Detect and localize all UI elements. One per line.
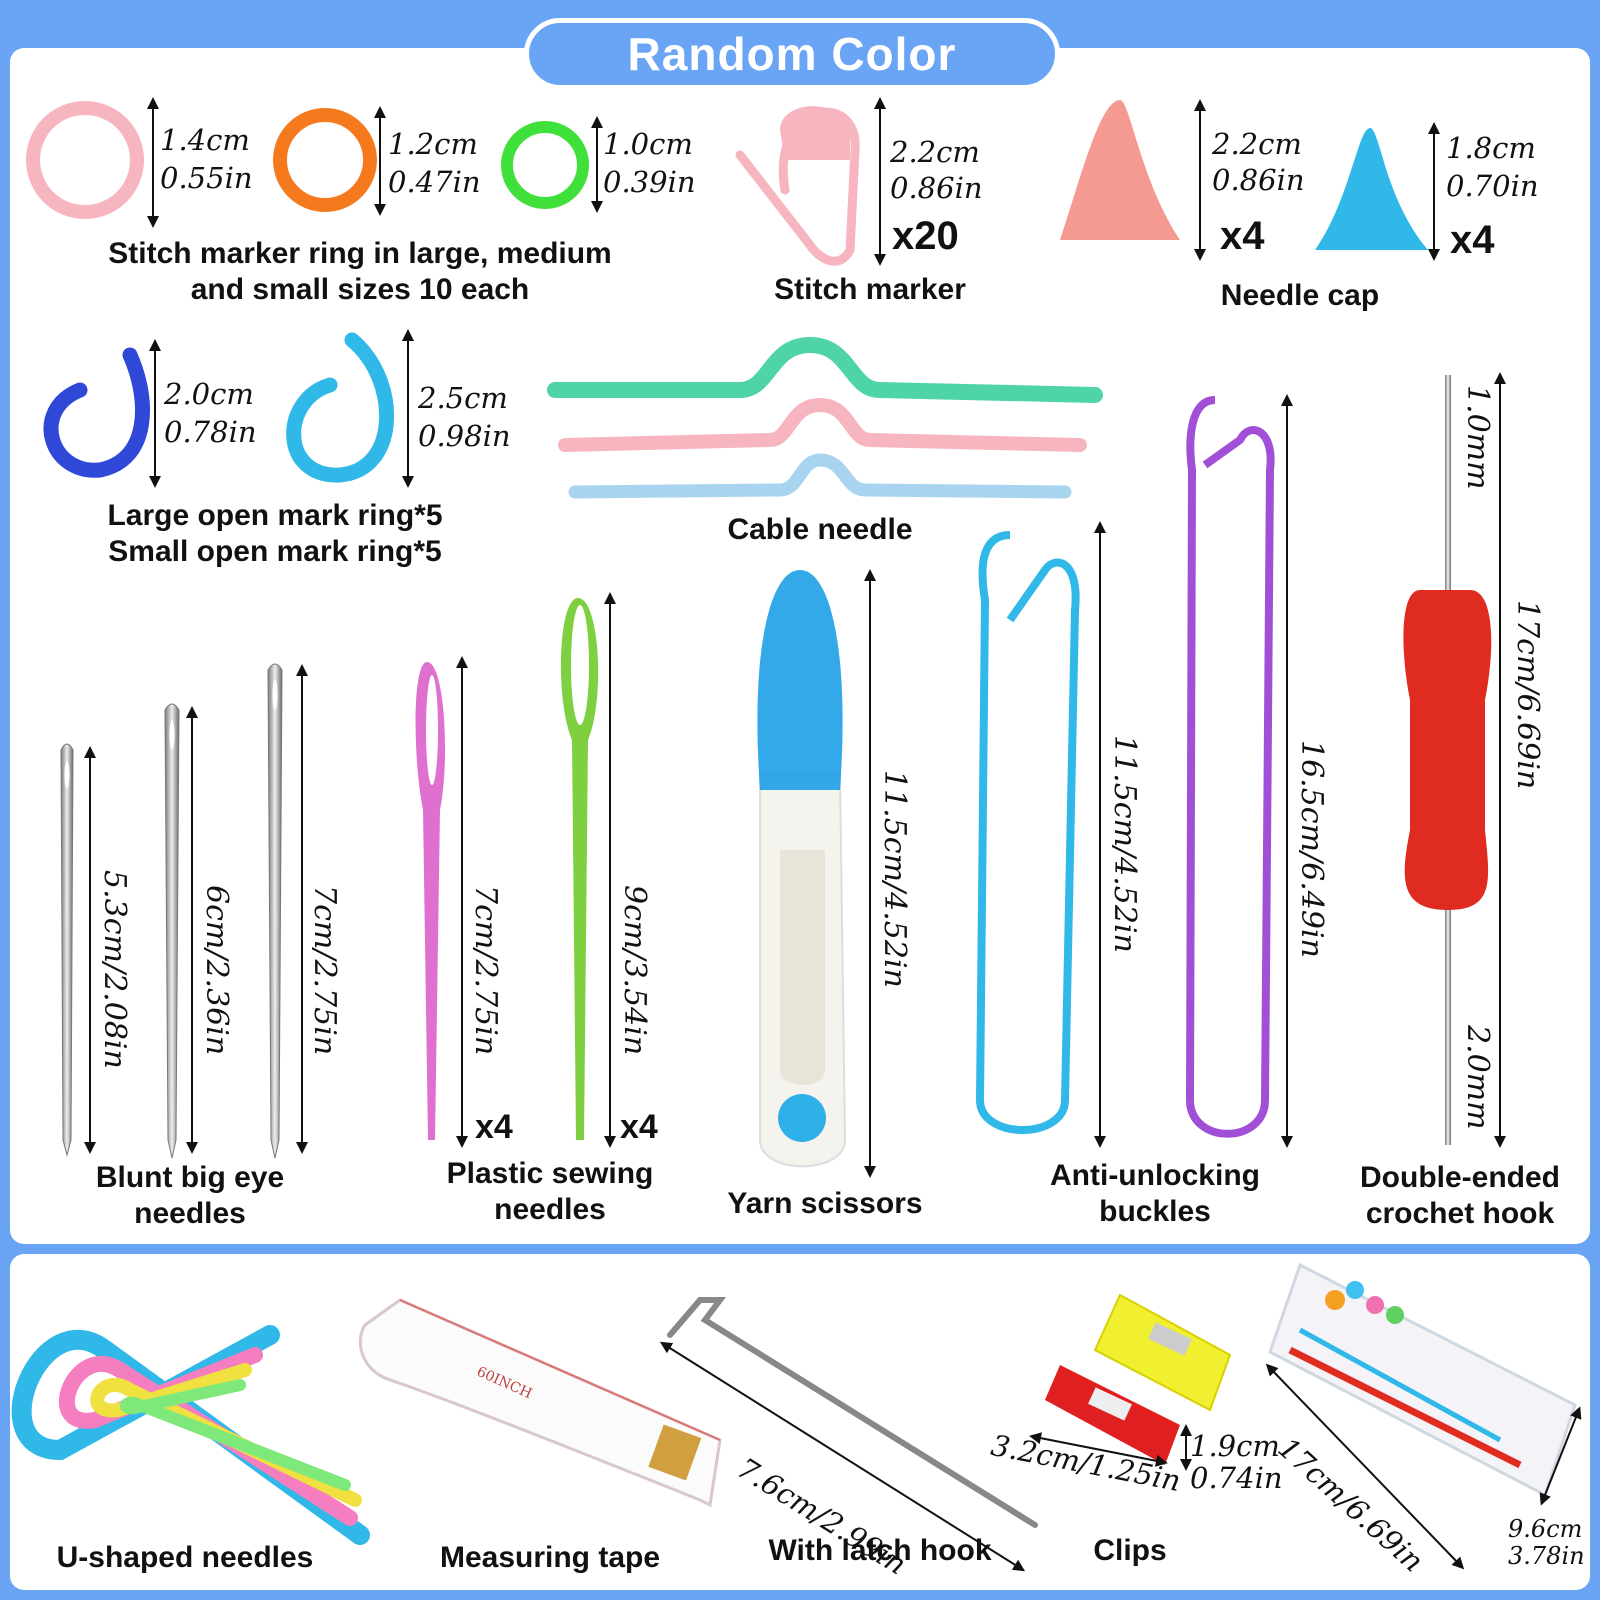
open-ring-label-1: Large open mark ring*5 (107, 499, 443, 532)
stitch-ring-label-1: Stitch marker ring in large, medium (108, 237, 612, 270)
needle-cap-large-icon (1060, 100, 1180, 240)
yarn-scissors-label: Yarn scissors (727, 1187, 923, 1220)
open-ring-small-icon (43, 347, 150, 478)
yarn-scissors-icon (757, 570, 847, 1168)
buckle-blue-icon (975, 531, 1080, 1134)
plastic-needle-size-1: 7cm/2.75in (468, 885, 503, 1056)
buckle-size-1: 11.5cm/4.52in (1107, 735, 1142, 953)
stitch-ring-label-2: and small sizes 10 each (190, 273, 530, 306)
needle-cap-small-icon (1315, 128, 1428, 250)
cap-large-cm: 2.2cm (1212, 127, 1302, 161)
clips-height-in: 0.74in (1190, 1461, 1283, 1495)
open-ring-label-2: Small open mark ring*5 (108, 535, 442, 568)
ring-small-icon (501, 121, 589, 209)
crochet-hook-icon (1403, 375, 1492, 1145)
hook-tip-bottom: 2.0mm (1460, 1025, 1495, 1130)
open-ring-large-cm: 2.5cm (418, 381, 508, 415)
stitch-marker-icon (735, 106, 860, 266)
plastic-needle-label-1: Plastic sewing (446, 1157, 654, 1190)
blunt-needle-size-1: 5.3cm/2.08in (97, 870, 132, 1069)
u-shaped-needle-icon (11, 1325, 370, 1545)
u-needles-label: U-shaped needles (56, 1541, 314, 1574)
stitch-marker-cm: 2.2cm (890, 135, 980, 169)
ring-small-cm: 1.0cm (603, 127, 693, 161)
measuring-tape-label: Measuring tape (439, 1541, 661, 1574)
blunt-needle-size-2: 6cm/2.36in (199, 885, 234, 1056)
needle-cap-label: Needle cap (1220, 279, 1380, 312)
latch-hook-icon (667, 1297, 1038, 1528)
cable-needle-label: Cable needle (727, 513, 913, 546)
random-color-banner: Random Color (524, 18, 1060, 90)
cap-large-in: 0.86in (1212, 163, 1305, 197)
plastic-needle-qty-2: x4 (620, 1108, 658, 1146)
latch-hook-label: With latch hook (768, 1534, 992, 1567)
open-ring-small-cm: 2.0cm (164, 377, 254, 411)
cable-needle-icon (547, 336, 1103, 499)
clips-label: Clips (1093, 1534, 1167, 1567)
blunt-needle-label-2: needles (134, 1197, 246, 1230)
plastic-needle-qty-1: x4 (475, 1108, 513, 1146)
open-ring-small-in: 0.78in (164, 415, 257, 449)
stitch-marker-in: 0.86in (890, 171, 983, 205)
cap-small-qty: x4 (1450, 218, 1495, 262)
buckle-size-2: 16.5cm/6.49in (1294, 740, 1329, 958)
cap-small-in: 0.70in (1446, 169, 1539, 203)
cap-large-qty: x4 (1220, 214, 1265, 258)
plastic-needle-icons (415, 598, 599, 1140)
open-ring-large-in: 0.98in (418, 419, 511, 453)
stitch-marker-qty: x20 (892, 214, 959, 258)
blunt-needle-label-1: Blunt big eye (95, 1161, 285, 1194)
box-width-cm: 9.6cm (1508, 1515, 1583, 1543)
ring-large-in: 0.55in (160, 161, 253, 195)
ring-small-in: 0.39in (603, 165, 696, 199)
box-width-in: 3.78in (1508, 1542, 1585, 1570)
ring-large-cm: 1.4cm (160, 123, 250, 157)
hook-size: 17cm/6.69in (1510, 600, 1545, 790)
buckles-label-2: buckles (1099, 1195, 1211, 1228)
ring-large-icon (26, 101, 144, 219)
crochet-hook-label-2: crochet hook (1365, 1197, 1555, 1230)
crochet-hook-label-1: Double-ended (1360, 1161, 1560, 1194)
ring-medium-in: 0.47in (388, 165, 481, 199)
open-ring-large-icon (286, 332, 395, 483)
buckles-label-1: Anti-unlocking (1050, 1159, 1260, 1192)
plastic-needle-size-2: 9cm/3.54in (617, 885, 652, 1056)
blunt-needle-size-3: 7cm/2.75in (307, 885, 342, 1056)
buckle-purple-icon (1185, 396, 1275, 1138)
plastic-needle-label-2: needles (494, 1193, 606, 1226)
measuring-tape-icon (358, 1298, 722, 1508)
ring-medium-cm: 1.2cm (388, 127, 478, 161)
blunt-needle-icons (60, 663, 283, 1159)
ring-medium-icon (273, 108, 377, 212)
cap-small-cm: 1.8cm (1446, 131, 1536, 165)
hook-tip-top: 1.0mm (1460, 385, 1495, 490)
scissors-size: 11.5cm/4.52in (877, 770, 912, 988)
clips-height-cm: 1.9cm (1190, 1429, 1280, 1463)
stitch-marker-label: Stitch marker (774, 273, 966, 306)
